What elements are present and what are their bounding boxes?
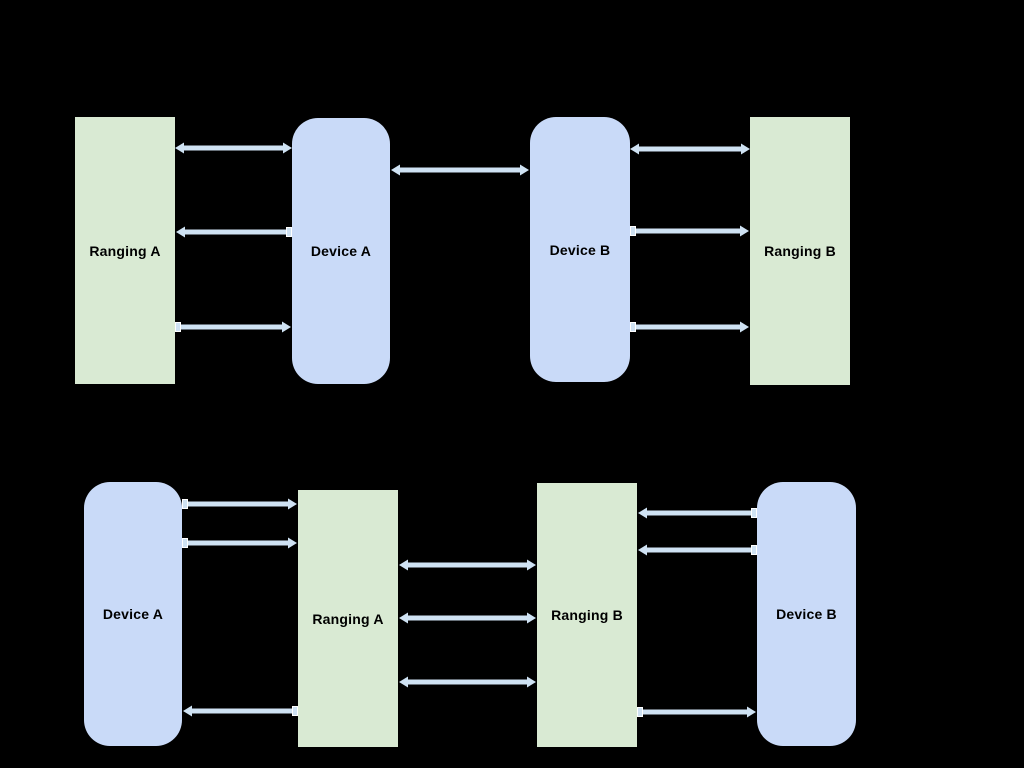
top-device-b-label: Device B [549, 241, 611, 258]
bottom-ranging-b-label: Ranging B [551, 607, 623, 623]
bottom-device-a-box: Device A [84, 482, 182, 746]
top-ranging-a-label: Ranging A [89, 242, 161, 259]
top-ranging-b-box: Ranging B [750, 117, 850, 385]
bottom-device-b-box: Device B [757, 482, 856, 746]
top-device-a-box: Device A [292, 118, 390, 384]
top-device-b-box: Device B [530, 117, 630, 382]
bottom-device-b-label: Device B [776, 606, 837, 622]
bottom-ranging-b-box: Ranging B [537, 483, 637, 747]
arrow-top-device-a-to-top-device-b-bidirectional [391, 164, 529, 176]
arrow-bottom-ranging-a-to-bottom-ranging-b-bidirectional [399, 612, 536, 624]
arrow-top-device-b-to-top-ranging-b-bidirectional [630, 143, 750, 155]
bottom-ranging-a-label: Ranging A [312, 610, 384, 627]
arrow-top-device-b-to-top-ranging-b [630, 321, 749, 333]
arrow-top-device-b-to-top-ranging-b [630, 225, 749, 237]
bottom-ranging-a-box: Ranging A [298, 490, 398, 747]
arrow-bottom-device-b-to-bottom-ranging-b [638, 507, 757, 519]
arrow-bottom-ranging-a-to-bottom-device-a [183, 705, 298, 717]
arrow-top-device-a-to-top-ranging-a [176, 226, 292, 238]
arrow-top-device-a-to-top-ranging-a-bidirectional [175, 142, 292, 154]
arrow-bottom-ranging-b-to-bottom-device-b [637, 706, 756, 718]
bottom-device-a-label: Device A [102, 606, 164, 622]
top-ranging-b-label: Ranging B [764, 243, 836, 259]
arrow-bottom-device-a-to-bottom-ranging-a [182, 498, 297, 510]
arrow-bottom-ranging-a-to-bottom-ranging-b-bidirectional [399, 559, 536, 571]
arrow-bottom-ranging-a-to-bottom-ranging-b-bidirectional [399, 676, 536, 688]
top-device-a-label: Device A [310, 243, 372, 259]
top-ranging-a-box: Ranging A [75, 117, 175, 384]
arrow-top-ranging-a-to-top-device-a [175, 321, 291, 333]
arrow-bottom-device-b-to-bottom-ranging-b [638, 544, 757, 556]
arrow-bottom-device-a-to-bottom-ranging-a [182, 537, 297, 549]
